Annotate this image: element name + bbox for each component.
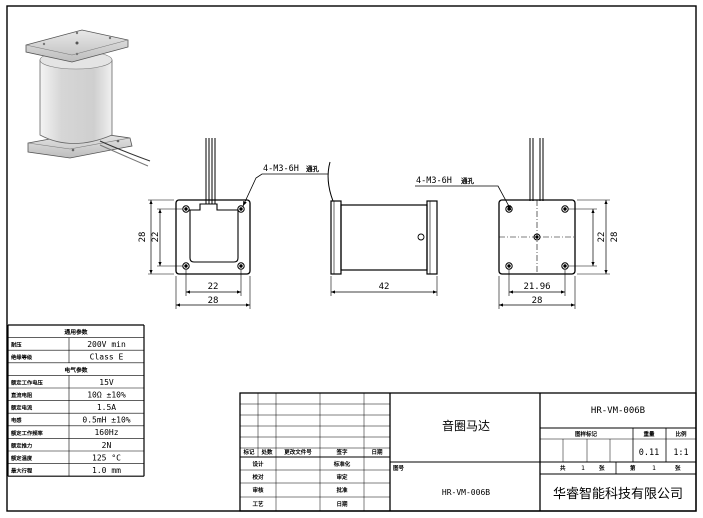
- spec-row-value: 1.0 mm: [92, 466, 121, 475]
- front-hole-callout-suffix: 通孔: [306, 164, 320, 173]
- spec-row-value: 15V: [99, 378, 114, 387]
- front-dim-width-outer: 28: [208, 296, 219, 306]
- side-view: [327, 161, 438, 296]
- spec-row-label: 绝缘等级: [11, 353, 33, 361]
- weight-label: 重量: [643, 430, 655, 438]
- sheet-no-label: 第: [630, 464, 636, 472]
- back-view-labels: 4-M3-6H 通孔 28 22 21.96 28: [416, 176, 620, 306]
- side-flange-left: [330, 200, 342, 275]
- side-dim-length: 42: [379, 282, 390, 292]
- rev-header-date: 日期: [371, 448, 383, 456]
- rev-header-count: 处数: [260, 448, 273, 456]
- back-hole-callout: 4-M3-6H: [416, 176, 452, 186]
- spec-row-label: 额定温度: [11, 454, 33, 462]
- code-top: HR-VM-006B: [591, 406, 645, 416]
- spec-row-value: 1.5A: [97, 403, 116, 412]
- front-dim-height-inner: 22: [151, 232, 161, 243]
- back-dim-width-inner: 21.96: [523, 282, 550, 292]
- sheets-total: 1: [581, 464, 585, 472]
- scale-label: 比例: [675, 430, 687, 438]
- sign-process: 工艺: [252, 500, 264, 508]
- side-body: [340, 204, 428, 271]
- spec-row-value: Class E: [90, 353, 124, 362]
- spec-row-value: 10Ω ±10%: [87, 390, 126, 399]
- drawing-no: HR-VM-006B: [442, 488, 490, 497]
- isometric-view: [25, 29, 151, 167]
- front-dim-height-outer: 28: [138, 232, 148, 243]
- title-block: 标记 处数 更改文件号 签字 日期 设计 标准化 校对 审定 审核 批准 工艺 …: [239, 392, 697, 512]
- sign-approve: 批准: [336, 486, 348, 494]
- spec-row-value: 125 °C: [92, 453, 121, 462]
- part-name: 音圈马达: [442, 418, 490, 433]
- front-dim-width-inner: 22: [208, 282, 219, 292]
- spec-section-header: 电气参数: [64, 366, 87, 374]
- sign-review: 审核: [252, 486, 264, 494]
- sign-verify: 审定: [336, 473, 348, 481]
- weight-value: 0.11: [639, 448, 659, 458]
- spec-row-label: 电感: [11, 416, 22, 424]
- spec-section-header: 通用参数: [64, 328, 87, 336]
- front-view: [148, 138, 328, 309]
- front-hole-callout: 4-M3-6H: [263, 164, 299, 174]
- stage-label: 图样标记: [575, 430, 598, 438]
- side-flange-right: [426, 200, 438, 275]
- spec-row-value: 2N: [102, 441, 112, 450]
- front-outline: [175, 199, 251, 275]
- front-mount-holes: [182, 205, 245, 270]
- spec-row-label: 最大行程: [11, 467, 33, 475]
- drawing-no-label: 图号: [393, 464, 405, 472]
- sign-design: 设计: [252, 460, 264, 468]
- back-dim-height-outer: 28: [610, 232, 620, 243]
- spec-row-value: 0.5mH ±10%: [82, 416, 130, 425]
- rev-header-mark: 标记: [242, 448, 255, 456]
- spec-row-label: 额定推力: [11, 441, 32, 449]
- spec-row-value: 200V min: [87, 340, 126, 349]
- spec-row-label: 额定工作频率: [11, 429, 43, 437]
- sign-check: 校对: [252, 473, 264, 481]
- spec-row-label: 耐压: [11, 341, 22, 349]
- company-name: 华睿智能科技有限公司: [553, 487, 683, 502]
- sign-date: 日期: [336, 500, 348, 508]
- sheet-no: 1: [652, 464, 656, 472]
- front-view-labels: 28 22 22 28 4-M3-6H 通孔: [138, 164, 320, 306]
- sign-standard: 标准化: [333, 460, 351, 468]
- back-view: [415, 138, 610, 309]
- spec-row-label: 额定电流: [11, 404, 33, 412]
- back-dim-height-inner: 22: [597, 232, 607, 243]
- spec-row-label: 直流电阻: [11, 391, 33, 399]
- rev-header-file: 更改文件号: [284, 448, 312, 456]
- scale-value: 1:1: [673, 448, 688, 458]
- spec-row-label: 额定工作电压: [11, 378, 43, 386]
- rev-header-sign: 签字: [335, 448, 348, 456]
- sheet-no-unit: 张: [675, 464, 681, 472]
- back-dim-width-outer: 28: [532, 296, 543, 306]
- sheets-total-unit: 张: [599, 464, 605, 472]
- back-hole-callout-suffix: 通孔: [461, 176, 475, 185]
- sheets-total-label: 共: [560, 464, 566, 472]
- spec-row-value: 160Hz: [94, 428, 118, 437]
